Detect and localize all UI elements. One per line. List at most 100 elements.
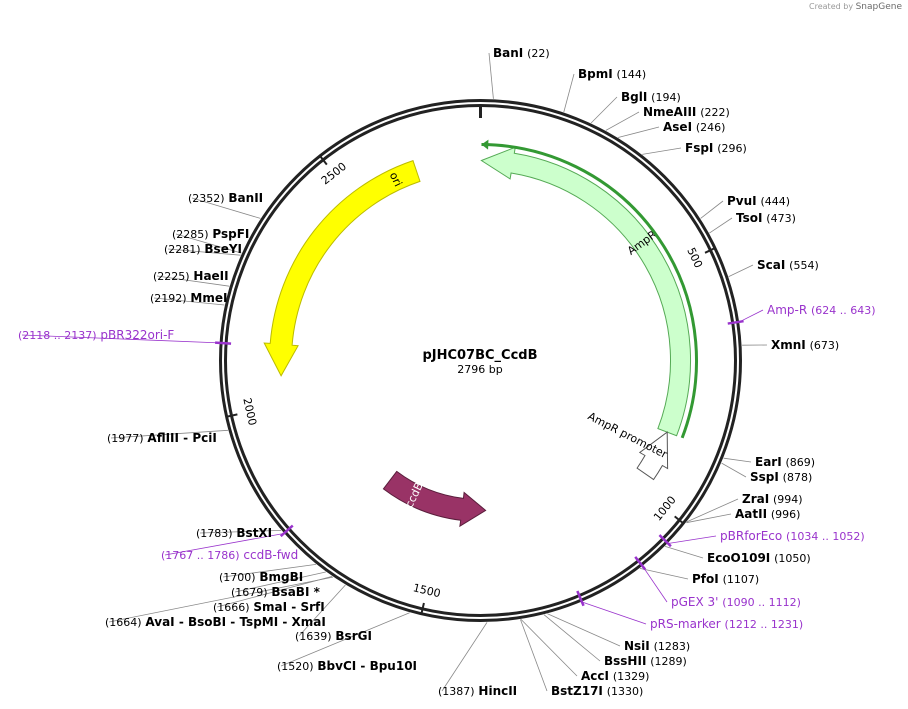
primer-name: pRS-marker — [650, 617, 721, 631]
primer-range: (2118 .. 2137) — [18, 329, 97, 342]
tick-label: 2500 — [319, 160, 349, 188]
enzyme-site[interactable]: PvuI (444) — [727, 194, 790, 208]
enzyme-name: BstZ17I — [551, 684, 603, 698]
enzyme-name: EarI — [755, 455, 782, 469]
enzyme-site[interactable]: XmnI (673) — [771, 338, 839, 352]
enzyme-name: SspI — [750, 470, 779, 484]
enzyme-site[interactable]: BglI (194) — [621, 90, 681, 104]
enzyme-site[interactable]: AatII (996) — [735, 507, 800, 521]
leader-line — [709, 217, 733, 234]
leader-line — [739, 309, 764, 323]
enzyme-site[interactable]: (1679) BsaBI * — [231, 585, 321, 599]
enzyme-site[interactable]: ZraI (994) — [742, 492, 803, 506]
tick-1000 — [674, 515, 685, 525]
enzyme-position: (1664) — [105, 616, 142, 629]
leader-line — [686, 513, 732, 524]
primer-site[interactable]: (2118 .. 2137) pBR322ori-F — [18, 328, 174, 342]
primer-site[interactable]: pBRforEco (1034 .. 1052) — [720, 529, 865, 543]
enzyme-name: BseYI — [204, 242, 242, 256]
enzyme-position: (1700) — [219, 571, 256, 584]
enzyme-name: BpmI — [578, 67, 613, 81]
snapgene-watermark: Created by SnapGene — [809, 2, 902, 12]
enzyme-site[interactable]: (2352) BanII — [188, 191, 263, 205]
leader-line — [543, 614, 601, 662]
enzyme-name: ScaI — [757, 258, 785, 272]
tick-label: 500 — [684, 246, 705, 271]
leader-line — [488, 52, 494, 99]
enzyme-position: (1329) — [613, 670, 650, 683]
enzyme-name: AatII — [735, 507, 767, 521]
enzyme-site[interactable]: EcoO109I (1050) — [707, 551, 811, 565]
enzyme-site[interactable]: (2285) PspFI — [172, 227, 249, 241]
enzyme-name: ZraI — [742, 492, 769, 506]
enzyme-site[interactable]: BpmI (144) — [578, 67, 646, 81]
enzyme-site[interactable]: AseI (246) — [663, 120, 725, 134]
leader-line — [164, 533, 284, 556]
enzyme-site[interactable]: (1639) BsrGI — [295, 629, 372, 643]
enzyme-name: EcoO109I — [707, 551, 770, 565]
leader-line — [167, 248, 241, 256]
enzyme-site[interactable]: (1666) SmaI - SrfI — [213, 600, 325, 614]
primer-marker — [658, 534, 672, 548]
enzyme-name: BmgBI — [259, 570, 303, 584]
enzyme-site[interactable]: (1664) AvaI - BsoBI - TspMI - XmaI — [105, 615, 326, 629]
orf-arrow — [481, 143, 698, 439]
leader-line — [175, 233, 242, 254]
enzyme-site[interactable]: ScaI (554) — [757, 258, 819, 272]
leader-line — [234, 571, 326, 593]
enzyme-site[interactable]: (1783) BstXI — [196, 526, 272, 540]
enzyme-site[interactable]: (1700) BmgBI — [219, 570, 303, 584]
enzyme-site[interactable]: PfoI (1107) — [692, 572, 759, 586]
leader-line — [222, 564, 317, 578]
enzyme-site[interactable]: (1520) BbvCI - Bpu10I — [277, 659, 417, 673]
primer-marker — [727, 319, 744, 325]
primer-name: Amp-R — [767, 303, 807, 317]
leader-line — [108, 576, 334, 623]
leader-line — [728, 264, 754, 277]
feature-ori[interactable] — [263, 159, 421, 377]
enzyme-position: (1977) — [107, 432, 144, 445]
enzyme-position: (194) — [651, 91, 681, 104]
leader-line — [667, 535, 717, 544]
leader-line — [590, 96, 618, 124]
enzyme-site[interactable]: BstZ17I (1330) — [551, 684, 643, 698]
enzyme-position: (2225) — [153, 270, 190, 283]
feature-ampr[interactable] — [480, 146, 691, 437]
enzyme-site[interactable]: (2281) BseYI — [164, 242, 242, 256]
enzyme-site[interactable]: (1387) HincII — [438, 684, 517, 698]
enzyme-site[interactable]: (1977) AflIII - PciI — [107, 431, 217, 445]
enzyme-position: (144) — [617, 68, 647, 81]
enzyme-site[interactable]: AccI (1329) — [581, 669, 649, 683]
enzyme-site[interactable]: BanI (22) — [493, 46, 550, 60]
orf-arrowhead — [481, 139, 489, 150]
enzyme-site[interactable]: EarI (869) — [755, 455, 815, 469]
enzyme-site[interactable]: TsoI (473) — [736, 211, 796, 225]
leader-line — [298, 584, 346, 637]
tick-1500 — [420, 602, 425, 615]
tick-label: 1500 — [412, 581, 442, 600]
leader-line — [639, 568, 689, 580]
leader-line — [581, 601, 647, 625]
enzyme-site[interactable]: SspI (878) — [750, 470, 812, 484]
enzyme-position: (1679) — [231, 586, 268, 599]
enzyme-position: (296) — [717, 142, 747, 155]
enzyme-site[interactable]: FspI (296) — [685, 141, 747, 155]
enzyme-site[interactable]: NmeAIII (222) — [643, 105, 730, 119]
primer-site[interactable]: pGEX 3' (1090 .. 1112) — [671, 595, 801, 609]
feature-ampr-promoter[interactable] — [636, 431, 669, 481]
feature-ccdb[interactable] — [382, 470, 487, 528]
leader-line — [700, 200, 724, 219]
enzyme-site[interactable]: BssHII (1289) — [604, 654, 687, 668]
primer-range: (1212 .. 1231) — [725, 618, 804, 631]
enzyme-name: MmeI — [190, 291, 227, 305]
enzyme-position: (222) — [700, 106, 730, 119]
enzyme-site[interactable]: (2225) HaeII — [153, 269, 229, 283]
primer-site[interactable]: pRS-marker (1212 .. 1231) — [650, 617, 803, 631]
enzyme-position: (1330) — [607, 685, 644, 698]
enzyme-site[interactable]: NsiI (1283) — [624, 639, 690, 653]
primer-site[interactable]: (1767 .. 1786) ccdB-fwd — [161, 548, 298, 562]
primer-site[interactable]: Amp-R (624 .. 643) — [767, 303, 876, 317]
enzyme-site[interactable]: (2192) MmeI — [150, 291, 227, 305]
enzyme-name: BbvCI - Bpu10I — [317, 659, 417, 673]
